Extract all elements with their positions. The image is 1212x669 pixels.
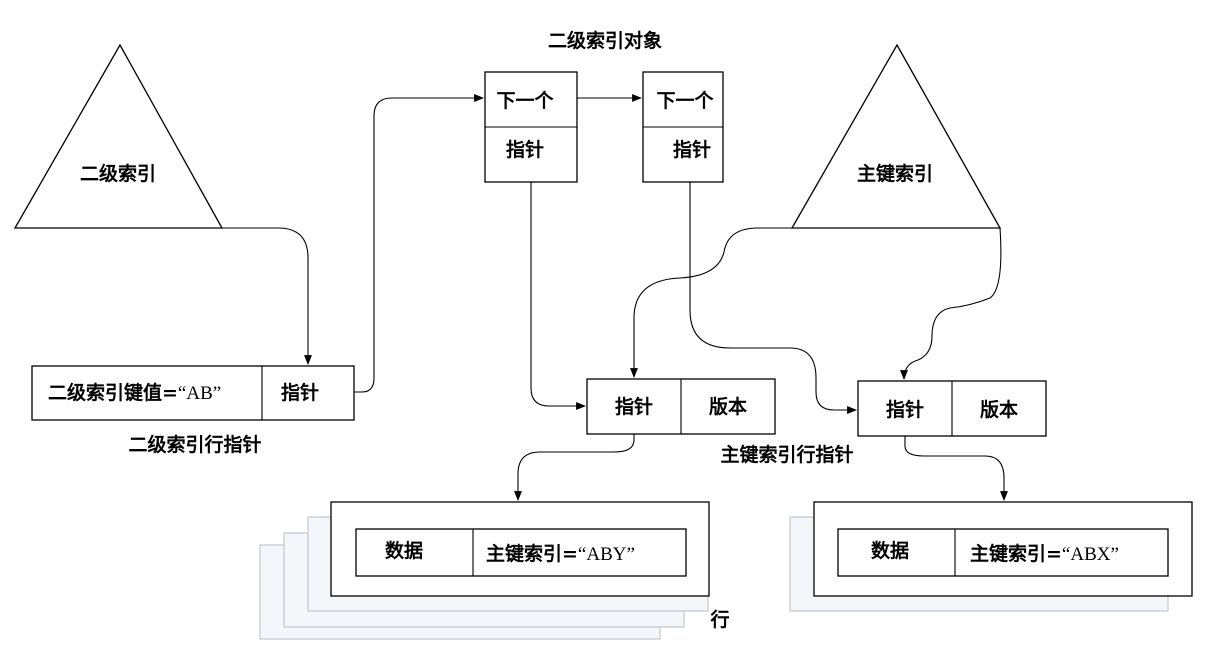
index-object-1-next: 下一个 <box>496 90 554 112</box>
arrow-primary-index-to-row-pointer-1 <box>630 227 792 378</box>
index-object-1: 下一个 指针 <box>484 71 578 183</box>
secondary-index-triangle <box>13 43 224 229</box>
row-2-data: 数据 <box>871 539 909 562</box>
primary-row-pointer-caption: 主键索引行指针 <box>720 443 853 466</box>
row-caption: 行 <box>709 608 729 631</box>
secondary-key-cell: 二级索引键值=“AB” <box>48 381 221 404</box>
row-1-key-label: 主键索引= <box>486 542 578 565</box>
arrow-pointer-to-index-object-1 <box>354 94 484 393</box>
primary-row-pointer-1-pointer: 指针 <box>615 395 653 418</box>
secondary-row-pointer-box <box>31 365 355 421</box>
secondary-pointer-cell: 指针 <box>281 381 319 404</box>
diagram-title: 二级索引对象 <box>548 29 662 52</box>
row-1-data: 数据 <box>385 539 423 562</box>
secondary-key-value: “AB” <box>178 383 221 404</box>
primary-row-pointer-2-version: 版本 <box>980 398 1018 421</box>
arrow-row-pointer-2-to-row-2 <box>904 436 1008 501</box>
index-object-2-pointer: 指针 <box>673 138 711 161</box>
primary-index-triangle <box>790 43 1002 229</box>
arrow-index-object-1-to-row-pointer-1 <box>530 182 586 410</box>
primary-row-pointer-2: 指针 版本 <box>857 380 1047 437</box>
row-stack-2: 数据 主键索引=“ABX” <box>789 501 1193 612</box>
row-2-record <box>837 528 1169 577</box>
primary-row-pointer-1-version: 版本 <box>709 395 747 418</box>
secondary-row-pointer: 二级索引键值=“AB” 指针 二级索引行指针 <box>31 365 355 456</box>
secondary-index-tree: 二级索引 <box>13 43 224 229</box>
primary-row-pointer-2-pointer: 指针 <box>886 398 924 421</box>
primary-row-pointer-1: 指针 版本 <box>586 378 776 435</box>
secondary-index-label: 二级索引 <box>80 162 156 185</box>
row-1-record <box>355 528 687 577</box>
secondary-key-label: 二级索引键值= <box>48 381 178 404</box>
row-2-key-label: 主键索引= <box>970 542 1062 565</box>
connectors <box>222 94 1008 501</box>
primary-index-label: 主键索引 <box>857 162 933 185</box>
index-object-2: 下一个 指针 <box>642 71 724 183</box>
secondary-row-pointer-caption: 二级索引行指针 <box>128 433 261 456</box>
arrow-secondary-index-to-pointer <box>222 227 312 365</box>
row-1-key-value: “ABY” <box>578 544 635 565</box>
row-2-key: 主键索引=“ABX” <box>970 542 1119 565</box>
row-stack-1: 数据 主键索引=“ABY” <box>259 501 710 640</box>
index-object-1-pointer: 指针 <box>506 138 544 161</box>
row-1-key: 主键索引=“ABY” <box>486 542 635 565</box>
arrow-primary-index-to-row-pointer-2 <box>900 227 1002 380</box>
row-2-key-value: “ABX” <box>1062 544 1119 565</box>
arrow-row-pointer-1-to-row-1 <box>514 434 635 501</box>
arrow-index-object-2-to-row-pointer-2 <box>689 182 857 414</box>
primary-index-tree: 主键索引 <box>790 43 1002 229</box>
index-object-2-next: 下一个 <box>656 90 714 112</box>
